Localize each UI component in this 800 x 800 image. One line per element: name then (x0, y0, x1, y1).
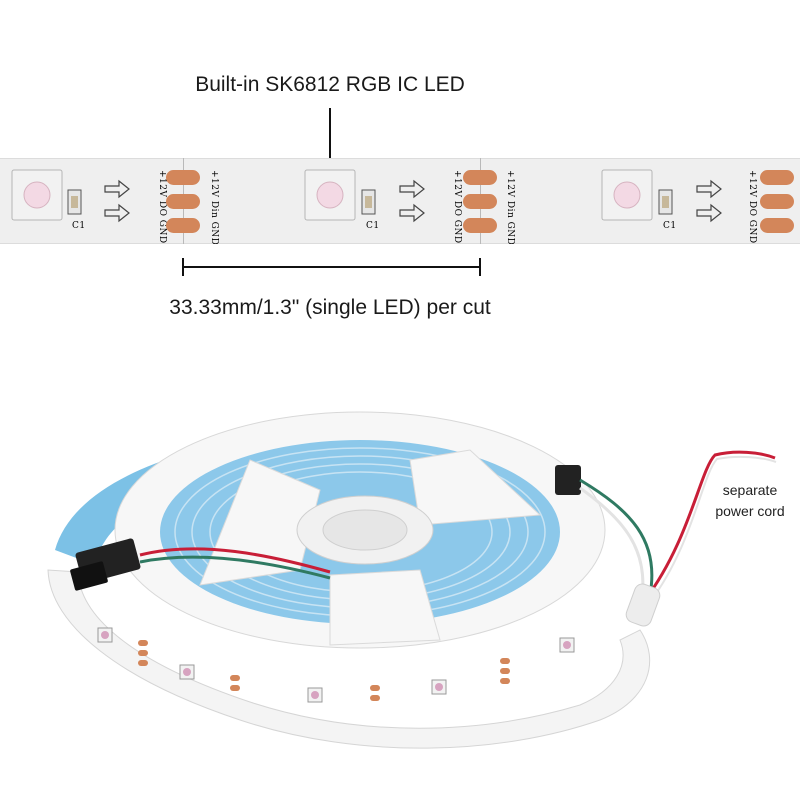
solder-pad (760, 218, 794, 233)
power-cord-white (649, 455, 777, 603)
power-cord-label-line1: separate (722, 482, 778, 498)
solder-pad (463, 218, 497, 233)
pointer-line (329, 108, 331, 164)
segment-2: C1 +12V DO GND +12V Din GND (304, 169, 515, 244)
solder-pad (760, 194, 794, 209)
heat-shrink (625, 583, 661, 627)
pads-in-label: +12V Din GND (505, 170, 515, 244)
arrow-icons (399, 179, 425, 223)
led-lens (23, 181, 51, 209)
strip-leds (97, 627, 575, 703)
led-lens (613, 181, 641, 209)
led-strip-loop (47, 569, 651, 749)
wire-green-right (579, 478, 654, 596)
power-cord-label: separate power cord (700, 480, 800, 522)
strip-pads (138, 640, 510, 701)
solder-pad (463, 194, 497, 209)
strip-components: C1 +12V DO GND +12V Din GND C1 +12V DO G… (11, 169, 794, 244)
capacitor-label: C1 (663, 221, 677, 231)
title-label: Built-in SK6812 RGB IC LED (195, 73, 465, 96)
wire-red (139, 547, 331, 574)
reel-spoke (409, 449, 542, 526)
led-lens (316, 181, 344, 209)
solder-pad (760, 170, 794, 185)
solder-pad (166, 218, 200, 233)
wire-green (139, 555, 331, 580)
arrow-icons (696, 179, 722, 223)
reel-spoke (329, 569, 441, 646)
solder-pad (166, 170, 200, 185)
jst-connector (70, 538, 141, 591)
segment-3: C1 +12V DO GND (601, 169, 794, 244)
dimension-line (183, 266, 480, 268)
segment-1: C1 +12V DO GND +12V Din GND (11, 169, 219, 244)
pads-in-label: +12V Din GND (209, 170, 219, 244)
solder-pad (463, 170, 497, 185)
pads-out-label: +12V DO GND (452, 170, 462, 244)
power-cord-label-line2: power cord (715, 503, 785, 519)
capacitor-label: C1 (366, 221, 380, 231)
measure-label: 33.33mm/1.3" (single LED) per cut (169, 296, 491, 319)
solder-pad (166, 194, 200, 209)
pads-out-label: +12V DO GND (157, 170, 167, 244)
capacitor-label: C1 (72, 221, 86, 231)
led-reel-photo (47, 411, 777, 749)
power-cord-red (643, 450, 776, 601)
dimension-tick-right (479, 258, 481, 276)
pads-out-label: +12V DO GND (747, 170, 757, 244)
strip-connector (555, 465, 581, 495)
arrow-icons (104, 179, 130, 223)
